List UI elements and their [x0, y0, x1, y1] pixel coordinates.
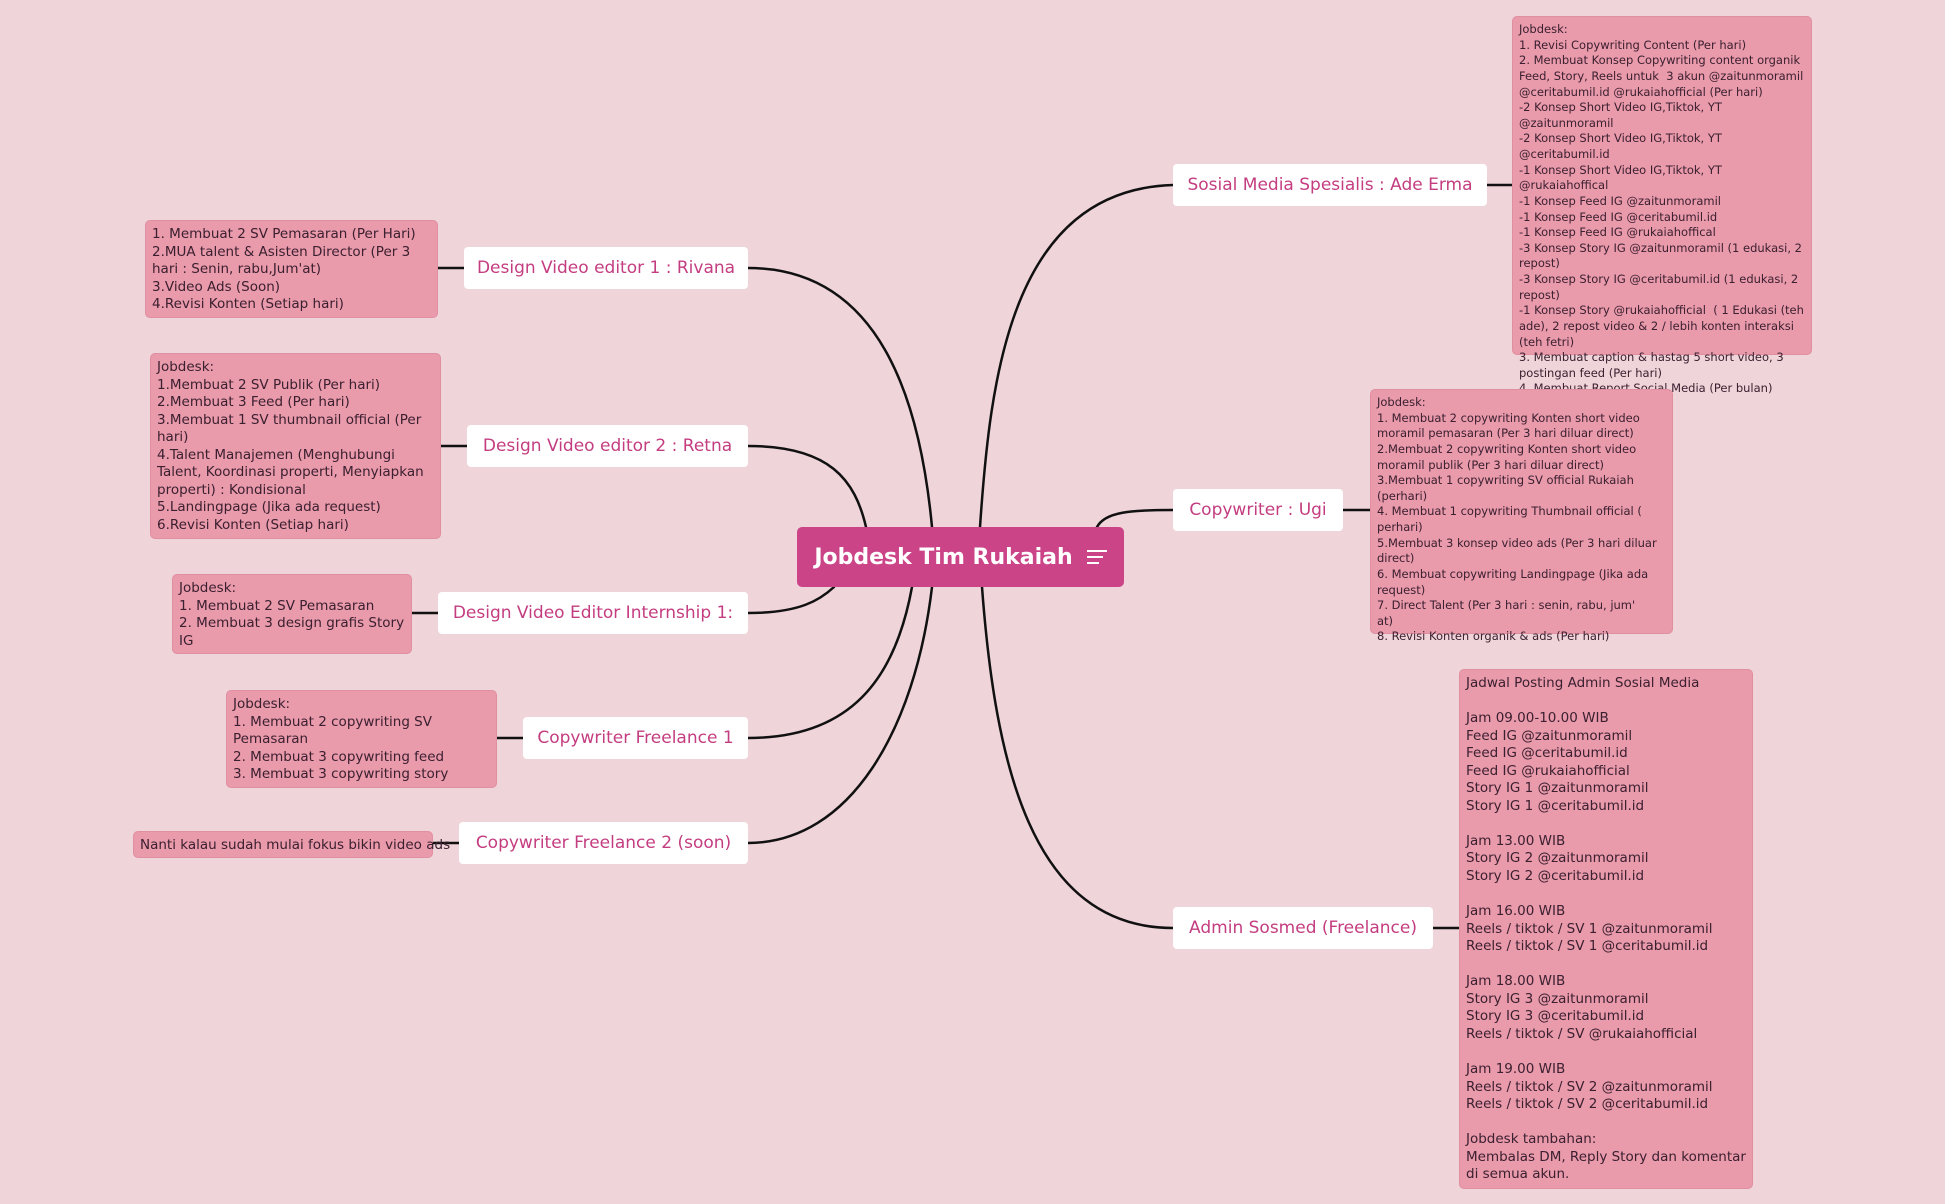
central-title: Jobdesk Tim Rukaiah	[814, 544, 1073, 570]
connector-dve2	[746, 444, 868, 529]
note-sosmed-spesialis: Jobdesk: 1. Revisi Copywriting Content (…	[1512, 16, 1812, 395]
connector-admin-sosmed	[980, 585, 1175, 930]
topic-admin-sosmed[interactable]: Admin Sosmed (Freelance)	[1173, 907, 1433, 949]
topic-dve2[interactable]: Design Video editor 2 : Retna	[467, 425, 748, 467]
connector-dve1	[746, 266, 934, 529]
topic-dve1[interactable]: Design Video editor 1 : Rivana	[464, 247, 748, 289]
connector-cw-freelance2	[746, 585, 934, 845]
note-dve-intern: Jobdesk: 1. Membuat 2 SV Pemasaran 2. Me…	[172, 574, 412, 654]
connector-dve-intern	[746, 585, 836, 615]
central-topic[interactable]: Jobdesk Tim Rukaiah	[797, 527, 1124, 587]
note-copywriter-ugi: Jobdesk: 1. Membuat 2 copywriting Konten…	[1370, 389, 1673, 643]
topic-sosmed-spesialis[interactable]: Sosial Media Spesialis : Ade Erma	[1173, 164, 1487, 206]
connector-cw-freelance1	[746, 585, 914, 740]
connector-copywriter-ugi	[1095, 508, 1175, 529]
note-cw-freelance2: Nanti kalau sudah mulai fokus bikin vide…	[133, 831, 450, 858]
connector-sosmed-spesialis	[978, 183, 1175, 529]
note-dve1: 1. Membuat 2 SV Pemasaran (Per Hari) 2.M…	[145, 220, 438, 318]
note-cw-freelance1: Jobdesk: 1. Membuat 2 copywriting SV Pem…	[226, 690, 497, 788]
note-dve2: Jobdesk: 1.Membuat 2 SV Publik (Per hari…	[150, 353, 441, 539]
topic-dve-intern[interactable]: Design Video Editor Internship 1:	[438, 592, 748, 634]
topic-cw-freelance1[interactable]: Copywriter Freelance 1	[523, 717, 748, 759]
note-admin-sosmed: Jadwal Posting Admin Sosial Media Jam 09…	[1459, 669, 1753, 1189]
menu-lines-icon[interactable]	[1086, 546, 1107, 568]
topic-copywriter-ugi[interactable]: Copywriter : Ugi	[1173, 489, 1343, 531]
topic-cw-freelance2[interactable]: Copywriter Freelance 2 (soon)	[459, 822, 748, 864]
